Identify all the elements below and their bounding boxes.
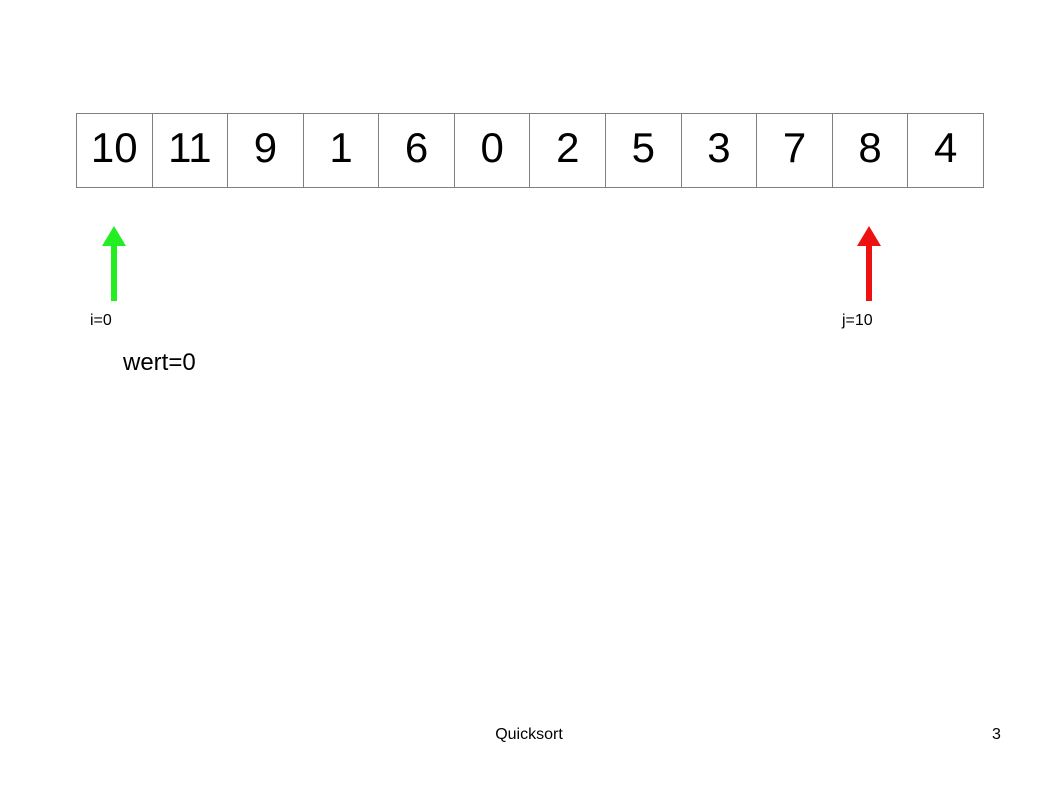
slide-page-number: 3 (992, 726, 1001, 743)
j-pointer-arrow-icon (857, 226, 881, 301)
array-cell: 5 (605, 114, 681, 187)
pivot-value-label: wert=0 (123, 349, 196, 376)
i-pointer-arrow-icon (102, 226, 126, 301)
array-cell: 3 (680, 114, 757, 187)
array-cell: 11 (151, 114, 228, 187)
array-cell: 0 (453, 114, 530, 187)
array-cell: 4 (907, 114, 983, 187)
array-cell: 2 (529, 114, 605, 187)
array-cell: 7 (756, 114, 832, 187)
array-cell: 1 (302, 114, 379, 187)
j-pointer-label: j=10 (842, 312, 873, 329)
i-pointer-label: i=0 (90, 312, 112, 329)
array-cell: 9 (227, 114, 303, 187)
array-cell: 8 (831, 114, 908, 187)
array-row: 10 11 9 1 6 0 2 5 3 7 8 4 (76, 113, 984, 188)
slide-footer-title: Quicksort (495, 726, 563, 743)
array-cell: 6 (378, 114, 454, 187)
array-cell: 10 (90, 123, 138, 171)
